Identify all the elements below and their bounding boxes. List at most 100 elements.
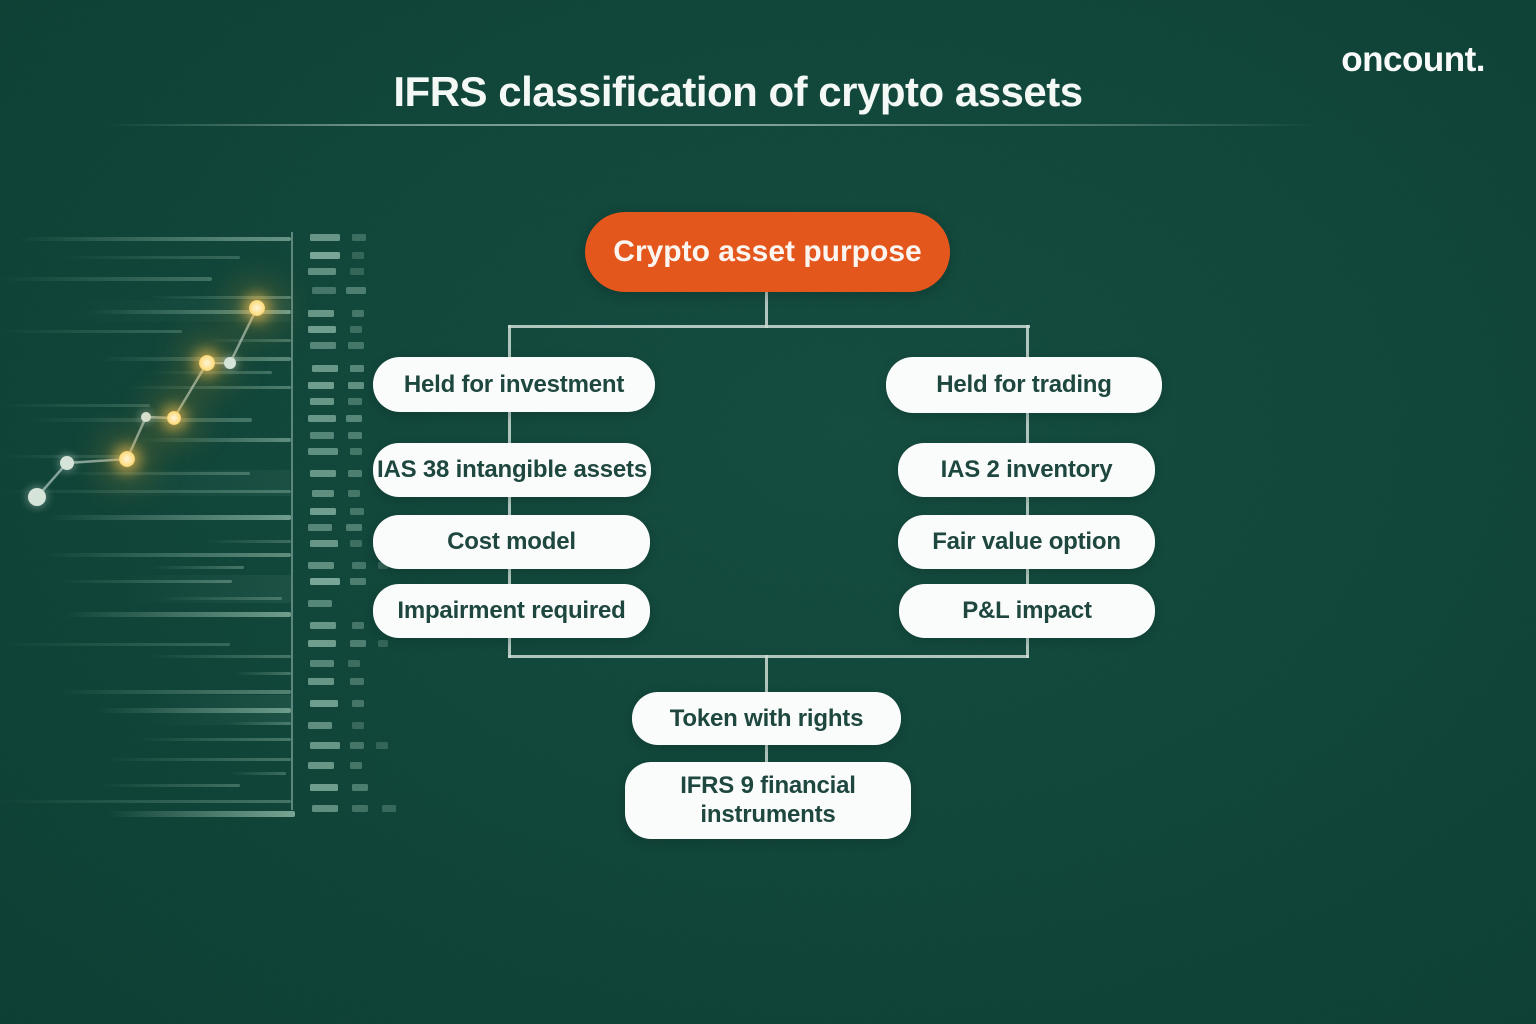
decor-ticker-dash bbox=[350, 640, 366, 647]
decor-ticker-dash bbox=[310, 470, 336, 477]
decor-ticker-dash bbox=[310, 742, 340, 749]
decor-ticker-dash bbox=[310, 700, 338, 707]
decor-ticker-dash bbox=[352, 784, 368, 791]
decor-trend-point bbox=[60, 456, 74, 470]
node-fair-value-option: Fair value option bbox=[898, 515, 1155, 569]
node-cost-model: Cost model bbox=[373, 515, 650, 569]
decor-ticker-dash bbox=[310, 508, 336, 515]
decor-axis-line bbox=[291, 232, 293, 810]
decor-streak bbox=[100, 784, 240, 787]
decor-streak bbox=[58, 690, 291, 694]
decor-ticker-dash bbox=[352, 622, 364, 629]
decor-ticker-dash bbox=[348, 490, 360, 497]
decor-ticker-dash bbox=[312, 490, 334, 497]
decor-ticker-dash bbox=[382, 805, 396, 812]
decor-ticker-dash bbox=[348, 342, 364, 349]
decor-ticker-dash bbox=[348, 470, 362, 477]
decor-ticker-dash bbox=[352, 234, 366, 241]
connector-top-horizontal bbox=[508, 325, 1030, 328]
node-ias-2-inventory: IAS 2 inventory bbox=[898, 443, 1155, 497]
decor-ticker-dash bbox=[350, 578, 366, 585]
decor-streak bbox=[64, 612, 291, 617]
title-divider bbox=[0, 124, 1320, 126]
decor-streak bbox=[235, 672, 291, 675]
decor-streak bbox=[152, 371, 272, 374]
decor-streak bbox=[100, 357, 291, 361]
decor-ticker-dash bbox=[376, 742, 388, 749]
decor-trend-point bbox=[167, 411, 181, 425]
decor-ticker-dash bbox=[312, 287, 336, 294]
decor-ticker-dash bbox=[308, 722, 332, 729]
decor-streak bbox=[48, 515, 291, 520]
decor-trend-point bbox=[224, 357, 236, 369]
decor-streak bbox=[28, 418, 252, 422]
decor-ticker-dash bbox=[350, 678, 364, 685]
node-held-for-investment: Held for investment bbox=[373, 357, 655, 412]
decor-ticker-dash bbox=[310, 432, 334, 439]
decor-ticker-dash bbox=[350, 268, 364, 275]
decor-ticker-dash bbox=[348, 432, 362, 439]
decor-ticker-dash bbox=[308, 640, 336, 647]
decor-ticker-dash bbox=[348, 660, 360, 667]
decor-ticker-dash bbox=[350, 762, 362, 769]
decor-streak bbox=[58, 472, 250, 475]
decor-ticker-dash bbox=[310, 342, 336, 349]
decor-ticker-dash bbox=[346, 524, 362, 531]
decor-ticker-dash bbox=[308, 762, 334, 769]
node-held-for-trading: Held for trading bbox=[886, 357, 1162, 413]
decor-streak bbox=[206, 540, 291, 543]
decor-ticker-dash bbox=[348, 382, 364, 389]
decor-ticker-dash bbox=[308, 678, 334, 685]
decor-ticker-dash bbox=[310, 578, 340, 585]
decor-ticker-dash bbox=[308, 562, 334, 569]
node-ifrs-9-instruments: IFRS 9 financial instruments bbox=[625, 762, 911, 839]
decor-ticker-dash bbox=[308, 600, 332, 607]
decor-streak bbox=[208, 339, 291, 342]
decor-ticker-dash bbox=[352, 252, 364, 259]
decor-ticker-dash bbox=[310, 252, 340, 259]
decor-streak bbox=[98, 708, 291, 713]
decor-streak bbox=[104, 758, 291, 761]
decor-ticker-dash bbox=[378, 640, 388, 647]
node-crypto-asset-purpose: Crypto asset purpose bbox=[585, 212, 950, 292]
decor-ticker-dash bbox=[346, 415, 362, 422]
decor-ticker-dash bbox=[310, 234, 340, 241]
decor-ticker-dash bbox=[308, 524, 332, 531]
decor-streak bbox=[108, 811, 295, 817]
decor-trend-point bbox=[119, 451, 135, 467]
decor-ticker-dash bbox=[350, 448, 362, 455]
decor-ticker-dash bbox=[352, 722, 364, 729]
node-impairment-required: Impairment required bbox=[373, 584, 650, 638]
page-title: IFRS classification of crypto assets bbox=[393, 68, 1083, 115]
decor-ticker-dash bbox=[312, 805, 338, 812]
brand-logo: oncount. bbox=[1341, 40, 1485, 79]
decor-ticker-dash bbox=[348, 398, 362, 405]
decor-ticker-dash bbox=[308, 415, 336, 422]
decor-streak bbox=[148, 655, 291, 658]
decor-ticker-dash bbox=[308, 310, 334, 317]
decor-streak bbox=[136, 738, 291, 741]
connector-root-vertical bbox=[765, 292, 768, 328]
decor-streak bbox=[0, 330, 182, 333]
decor-ticker-dash bbox=[308, 326, 336, 333]
decor-ticker-dash bbox=[352, 700, 364, 707]
decor-streak bbox=[152, 566, 244, 569]
decor-streak bbox=[160, 597, 282, 600]
decor-ticker-dash bbox=[352, 310, 364, 317]
decor-ticker-dash bbox=[350, 508, 364, 515]
decor-ticker-dash bbox=[308, 382, 334, 389]
decor-ticker-dash bbox=[308, 268, 336, 275]
node-token-with-rights: Token with rights bbox=[632, 692, 901, 745]
decor-ticker-dash bbox=[312, 365, 338, 372]
decor-ticker-dash bbox=[310, 660, 334, 667]
decor-ticker-dash bbox=[310, 622, 336, 629]
decor-ticker-dash bbox=[350, 365, 364, 372]
decor-streak bbox=[148, 296, 291, 299]
decor-streak bbox=[230, 772, 286, 775]
decor-streak bbox=[18, 237, 291, 241]
decor-streak bbox=[0, 277, 212, 281]
decor-ticker-dash bbox=[346, 287, 366, 294]
decor-ticker-dash bbox=[350, 326, 362, 333]
